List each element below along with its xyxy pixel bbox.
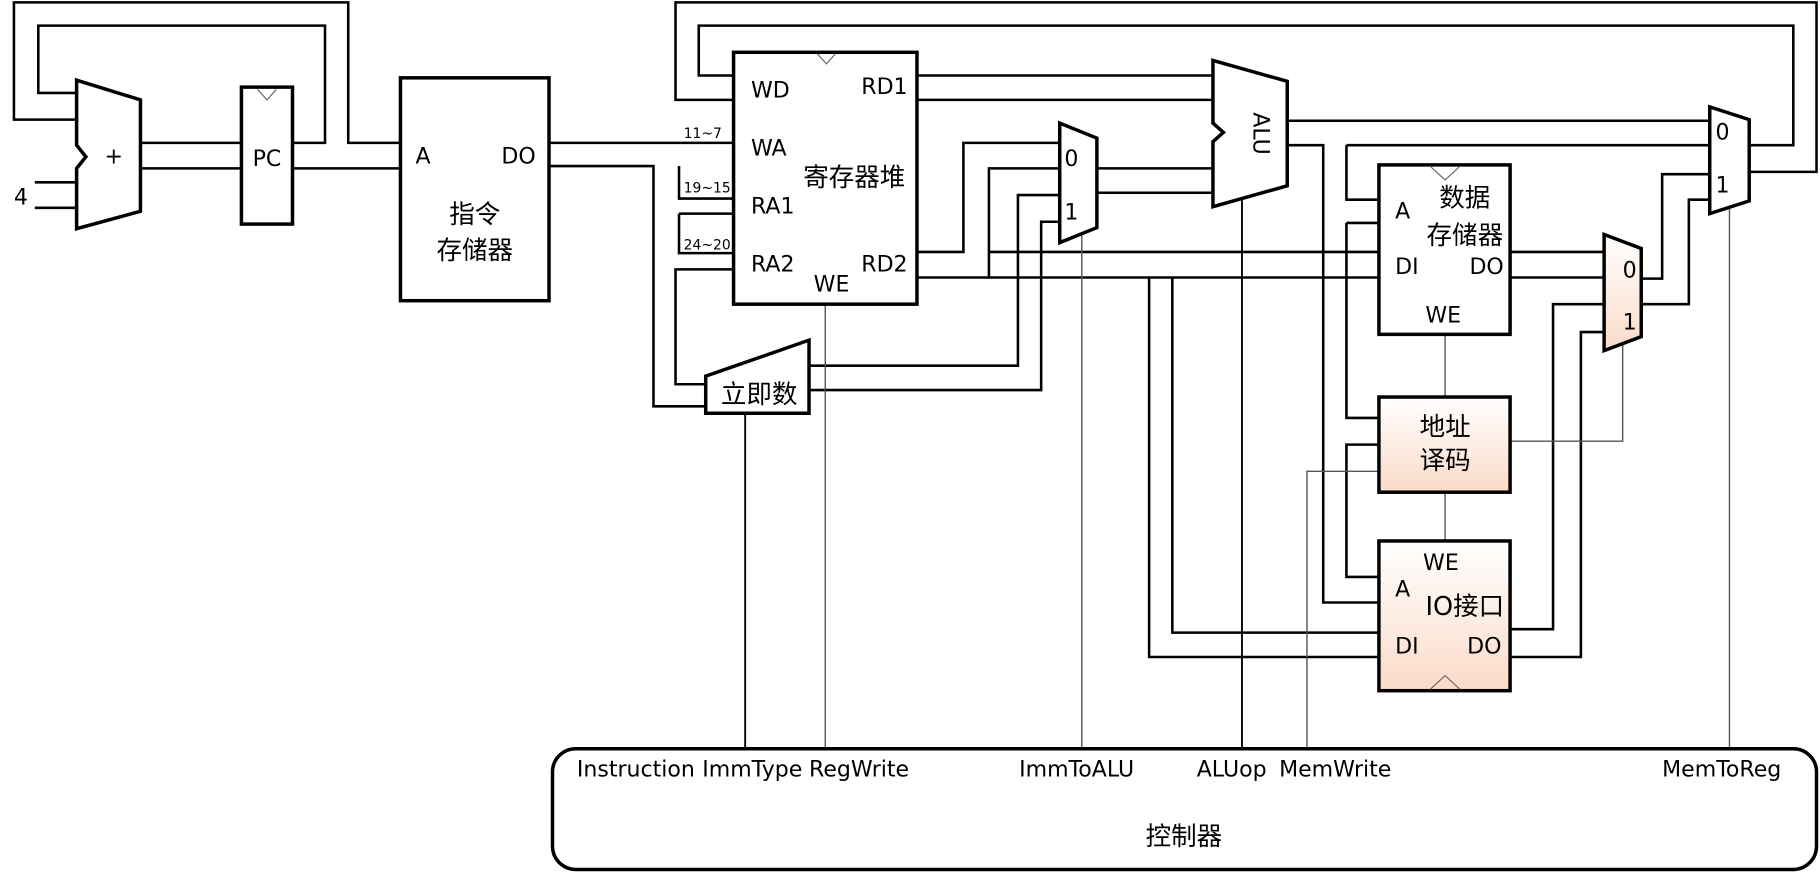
control-wires bbox=[744, 199, 1731, 749]
imem-name-1: 指令 bbox=[449, 200, 500, 230]
alu-mux-in1: 1 bbox=[1064, 200, 1078, 225]
bus-wires bbox=[12, 1, 1818, 659]
controller: Instruction ImmType RegWrite ImmToALU AL… bbox=[550, 746, 1819, 872]
signal-immtype: ImmType bbox=[702, 758, 802, 783]
dmem-port-a: A bbox=[1395, 199, 1410, 224]
signal-regwrite: RegWrite bbox=[809, 758, 909, 783]
wb-mux-in1: 1 bbox=[1716, 174, 1730, 199]
instruction-memory: A DO 指令 存储器 bbox=[398, 76, 551, 303]
imm-name: 立即数 bbox=[721, 380, 798, 410]
io-port-we: WE bbox=[1423, 551, 1459, 576]
rf-port-wa: WA bbox=[751, 137, 787, 162]
alu-name: ALU bbox=[1248, 112, 1273, 154]
decoder-name-1: 地址 bbox=[1420, 412, 1471, 442]
mem-mux-in0: 0 bbox=[1623, 258, 1637, 283]
alu: ALU bbox=[1211, 58, 1289, 209]
adder: + bbox=[74, 77, 143, 232]
pc-register: PC bbox=[239, 85, 295, 226]
signal-memwrite: MemWrite bbox=[1279, 758, 1391, 783]
imem-port-a: A bbox=[416, 145, 431, 170]
io-port-di: DI bbox=[1395, 635, 1418, 660]
io-interface: WE A DI DO IO接口 bbox=[1377, 539, 1512, 693]
bits-ra2: 24~20 bbox=[684, 238, 731, 254]
alu-mux-in0: 0 bbox=[1064, 147, 1078, 172]
rf-port-ra1: RA1 bbox=[751, 195, 795, 220]
dmem-port-do: DO bbox=[1469, 255, 1503, 280]
address-decoder: 地址 译码 bbox=[1377, 395, 1512, 494]
imem-port-do: DO bbox=[501, 145, 535, 170]
data-memory: A DI DO WE 数据 存储器 bbox=[1377, 163, 1512, 337]
wb-mux-in0: 0 bbox=[1716, 120, 1730, 145]
pc-label: PC bbox=[253, 147, 282, 172]
bits-wa: 11~7 bbox=[684, 126, 722, 142]
mem-mux-in1: 1 bbox=[1623, 311, 1637, 336]
rf-port-we: WE bbox=[814, 272, 850, 297]
dmem-name-1: 数据 bbox=[1439, 184, 1490, 214]
adder-label: + bbox=[105, 145, 123, 170]
signal-memtoreg: MemToReg bbox=[1662, 758, 1781, 783]
dmem-port-di: DI bbox=[1395, 255, 1418, 280]
rf-name: 寄存器堆 bbox=[803, 163, 905, 193]
mem-out-mux: 0 1 bbox=[1602, 232, 1643, 354]
decoder-name-2: 译码 bbox=[1420, 446, 1471, 476]
signal-instruction: Instruction bbox=[577, 758, 695, 783]
writeback-mux: 0 1 bbox=[1707, 104, 1751, 217]
dmem-name-2: 存储器 bbox=[1427, 221, 1504, 251]
bits-ra1: 19~15 bbox=[684, 181, 731, 197]
rf-port-rd2: RD2 bbox=[861, 253, 907, 278]
io-name: IO接口 bbox=[1426, 592, 1505, 622]
signal-immtoalu: ImmToALU bbox=[1019, 758, 1134, 783]
controller-name: 控制器 bbox=[1146, 822, 1223, 852]
rf-port-ra2: RA2 bbox=[751, 253, 795, 278]
const-four: 4 bbox=[14, 185, 28, 210]
immediate-generator: 立即数 bbox=[703, 337, 811, 416]
signal-aluop: ALUop bbox=[1197, 758, 1267, 783]
rf-port-rd1: RD1 bbox=[861, 75, 907, 100]
io-port-do: DO bbox=[1467, 635, 1501, 660]
rf-port-wd: WD bbox=[751, 79, 790, 104]
alu-src-mux: 0 1 bbox=[1057, 120, 1099, 246]
imem-name-2: 存储器 bbox=[436, 236, 513, 266]
dmem-port-we: WE bbox=[1425, 304, 1461, 329]
io-port-a: A bbox=[1395, 578, 1410, 603]
register-file: WD WA RA1 RA2 RD1 RD2 WE 寄存器堆 bbox=[731, 50, 919, 306]
